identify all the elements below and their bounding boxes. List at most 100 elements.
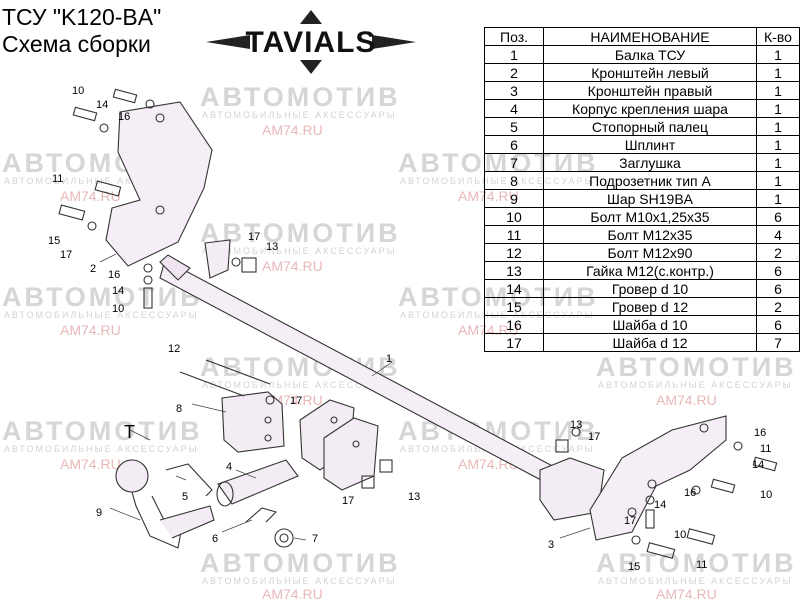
cell-pos: 13 <box>484 261 544 280</box>
cell-name: Кронштейн правый <box>543 81 757 100</box>
cell-name: Балка ТСУ <box>543 45 757 64</box>
cell-qty: 2 <box>756 243 800 262</box>
watermark-brand: АВТОМОТИВ <box>200 218 401 248</box>
header-name: НАИМЕНОВАНИЕ <box>543 27 757 46</box>
callout-5: 5 <box>182 491 188 503</box>
callout-13: 13 <box>266 241 278 253</box>
cell-qty: 2 <box>756 297 800 316</box>
cell-name: Кронштейн левый <box>543 63 757 82</box>
watermark-brand: АВТОМОТИВ <box>200 548 401 578</box>
callout-10: 10 <box>760 489 772 501</box>
cell-pos: 11 <box>484 225 544 244</box>
cell-pos: 8 <box>484 171 544 190</box>
callout-14: 14 <box>752 459 764 471</box>
watermark-brand: АВТОМОТИВ <box>2 282 203 312</box>
cell-qty: 6 <box>756 261 800 280</box>
cell-name: Гровер d 10 <box>543 279 757 298</box>
right-bracket <box>589 415 727 541</box>
left-fasteners <box>58 88 257 309</box>
right-fasteners <box>361 427 778 559</box>
cell-qty: 1 <box>756 135 800 154</box>
tavials-logo: TAVIALS <box>206 10 416 74</box>
logo-bottom-arrow <box>300 60 322 74</box>
cell-qty: 1 <box>756 45 800 64</box>
logo-right-arrow <box>372 35 416 49</box>
callout-10: 10 <box>72 85 84 97</box>
cell-name: Болт М12х35 <box>543 225 757 244</box>
cell-pos: 4 <box>484 99 544 118</box>
cell-qty: 1 <box>756 63 800 82</box>
watermark-sub: АВТОМОБИЛЬНЫЕ АКСЕССУАРЫ <box>202 110 397 120</box>
watermark-url: AM74.RU <box>60 322 121 338</box>
cell-name: Стопорный палец <box>543 117 757 136</box>
left-bracket <box>105 101 213 267</box>
tow-ball <box>115 459 215 549</box>
callout-14: 14 <box>654 499 666 511</box>
cell-qty: 1 <box>756 153 800 172</box>
callout-14: 14 <box>112 285 124 297</box>
callout-1: 1 <box>386 353 392 365</box>
cell-pos: 15 <box>484 297 544 316</box>
page-subtitle: Схема сборки <box>2 31 151 57</box>
cell-qty: 1 <box>756 81 800 100</box>
watermark-url: AM74.RU <box>262 122 323 138</box>
callout-10: 10 <box>674 529 686 541</box>
ball-mount-housing <box>216 459 299 507</box>
cell-name: Заглушка <box>543 153 757 172</box>
callout-8: 8 <box>176 403 182 415</box>
socket-bracket <box>221 391 285 453</box>
callout-17: 17 <box>342 495 354 507</box>
watermark-brand: АВТОМОТИВ <box>596 548 797 578</box>
callout-15: 15 <box>628 561 640 573</box>
cell-name: Болт М12х90 <box>543 243 757 262</box>
cell-pos: 1 <box>484 45 544 64</box>
callout-11: 11 <box>696 559 707 571</box>
callout-7: 7 <box>312 533 318 545</box>
watermark-url: AM74.RU <box>262 258 323 274</box>
watermark-sub: АВТОМОБИЛЬНЫЕ АКСЕССУАРЫ <box>4 176 199 186</box>
watermark-sub: АВТОМОБИЛЬНЫЕ АКСЕССУАРЫ <box>598 380 793 390</box>
watermark-url: AM74.RU <box>262 586 323 602</box>
callout-16: 16 <box>118 111 130 123</box>
cell-pos: 16 <box>484 315 544 334</box>
watermark-brand: АВТОМОТИВ <box>596 352 797 382</box>
cell-pos: 10 <box>484 207 544 226</box>
watermark-sub: АВТОМОБИЛЬНЫЕ АКСЕССУАРЫ <box>202 380 397 390</box>
logo-top-arrow <box>300 10 322 24</box>
cell-pos: 7 <box>484 153 544 172</box>
watermark-sub: АВТОМОБИЛЬНЫЕ АКСЕССУАРЫ <box>202 246 397 256</box>
header-pos: Поз. <box>484 27 544 46</box>
callout-16: 16 <box>754 427 766 439</box>
cell-pos: 2 <box>484 63 544 82</box>
logo-text: TAVIALS <box>246 26 377 59</box>
table-header-row: Поз. НАИМЕНОВАНИЕ К-во <box>484 27 800 46</box>
watermark-sub: АВТОМОБИЛЬНЫЕ АКСЕССУАРЫ <box>202 576 397 586</box>
callout-12: 12 <box>168 343 180 355</box>
cell-name: Подрозетник тип А <box>543 171 757 190</box>
cell-pos: 9 <box>484 189 544 208</box>
callout-17: 17 <box>248 231 260 243</box>
callout-16: 16 <box>108 269 120 281</box>
watermark-sub: АВТОМОБИЛЬНЫЕ АКСЕССУАРЫ <box>4 444 199 454</box>
cell-pos: 5 <box>484 117 544 136</box>
mounting-plates <box>299 399 379 491</box>
callout-14: 14 <box>96 99 108 111</box>
cell-pos: 3 <box>484 81 544 100</box>
cell-qty: 1 <box>756 99 800 118</box>
callout-17: 17 <box>60 249 72 261</box>
cell-pos: 17 <box>484 333 544 352</box>
callout-17: 17 <box>624 515 636 527</box>
